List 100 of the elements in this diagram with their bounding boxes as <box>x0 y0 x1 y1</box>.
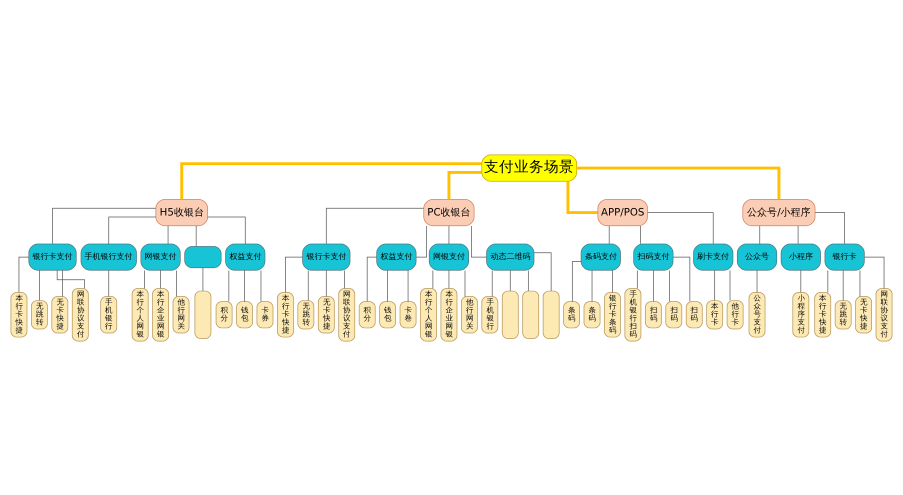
connector <box>56 269 86 288</box>
node-box: 他行网关 <box>461 296 478 333</box>
node-box: 条码 <box>563 300 580 328</box>
node-box: 本行卡 <box>706 300 724 329</box>
connector <box>608 225 610 244</box>
node-box: 本行卡快捷 <box>10 292 28 337</box>
connector <box>160 270 161 288</box>
node-box: 网联协议支付 <box>338 288 356 341</box>
connector <box>640 225 641 244</box>
node-box: 本行个人网银 <box>132 288 149 341</box>
connector <box>18 256 29 292</box>
connector <box>202 267 204 291</box>
connector <box>492 270 493 296</box>
connector <box>108 216 156 244</box>
node-box: 公众号支付 <box>748 292 766 337</box>
node-box <box>184 246 222 268</box>
node-box: 手机银行扫码 <box>624 288 642 341</box>
connector <box>207 216 246 244</box>
node-box: 无卡快捷 <box>51 296 68 333</box>
node-box: 本行卡快捷 <box>814 292 832 337</box>
node-box <box>522 290 540 338</box>
connector <box>636 270 638 288</box>
node-box: 积分 <box>216 300 232 328</box>
node-box: 卡券 <box>256 300 274 328</box>
connector <box>366 256 377 302</box>
connector <box>108 270 110 296</box>
node-box: 积分 <box>358 300 376 328</box>
node-box: 他行网关 <box>172 296 190 333</box>
connector <box>176 270 177 296</box>
connector <box>534 252 552 291</box>
node-box: 本行个人网银 <box>420 288 437 341</box>
node-box: 银行卡条码 <box>604 292 621 337</box>
node-box: 无跳转 <box>31 300 48 329</box>
connector <box>144 270 145 288</box>
node-box: 他行卡 <box>726 300 744 329</box>
node-box: 卡卷 <box>400 300 416 328</box>
connector <box>180 162 482 199</box>
connector <box>800 270 802 292</box>
node-box: 扫码 <box>686 300 703 328</box>
connector <box>52 207 156 244</box>
connector <box>647 212 714 244</box>
connector <box>448 270 450 288</box>
connector <box>759 225 760 244</box>
connector <box>471 225 487 257</box>
connector <box>612 270 613 292</box>
connector <box>344 270 345 288</box>
connector <box>447 170 482 199</box>
connector <box>510 270 511 291</box>
connector <box>653 270 654 302</box>
connector <box>196 225 197 246</box>
node-box: 本行企业网银 <box>152 288 169 341</box>
connector <box>228 270 230 302</box>
node-box: 条码 <box>584 300 600 328</box>
connector <box>572 260 582 302</box>
connector <box>827 270 828 292</box>
node-box <box>542 290 560 338</box>
node-box: 钱包 <box>379 300 396 328</box>
connector <box>416 225 427 257</box>
connector <box>814 212 845 244</box>
connector <box>432 270 434 288</box>
node-box: H5收银台 <box>155 198 208 226</box>
connector <box>308 270 309 300</box>
node-box: 小程序支付 <box>792 292 810 337</box>
connector <box>448 225 450 244</box>
node-box <box>194 290 212 338</box>
node-box: 无跳转 <box>297 300 314 329</box>
connector <box>669 270 670 302</box>
connector <box>326 270 327 296</box>
node-box: 公众号/小程序 <box>742 198 816 226</box>
node-box: 手机银行 <box>100 296 118 333</box>
connector <box>842 270 844 300</box>
connector <box>39 270 40 300</box>
node-box <box>502 290 519 338</box>
node-box: 扫码 <box>644 300 662 328</box>
node-box: 本行卡快捷 <box>277 292 294 337</box>
connector <box>464 270 466 296</box>
node-box: 网联协议支付 <box>72 288 89 341</box>
node-box: 无跳转 <box>834 300 852 329</box>
node-box: 钱包 <box>236 300 253 328</box>
connector <box>576 166 780 199</box>
connector <box>285 256 303 292</box>
connector <box>714 270 716 300</box>
connector <box>528 270 529 291</box>
node-box: 扫码 <box>665 300 682 328</box>
connector <box>566 180 598 214</box>
node-box: APP/POS <box>598 198 648 226</box>
connector <box>62 270 63 296</box>
connector <box>326 207 424 244</box>
connector <box>244 270 245 302</box>
connector <box>260 270 262 302</box>
node-box: 无卡快捷 <box>318 296 335 333</box>
node-box: 无卡快捷 <box>855 296 872 333</box>
node-box: 网联协议支付 <box>876 288 892 341</box>
connector <box>672 256 690 302</box>
node-box: 本行企业网银 <box>440 288 458 341</box>
node-box: PC收银台 <box>423 198 474 226</box>
connector <box>756 270 758 292</box>
connector <box>864 256 884 288</box>
node-box: 手机银行 <box>481 296 498 333</box>
node-box: 支付业务场景 <box>481 154 578 182</box>
